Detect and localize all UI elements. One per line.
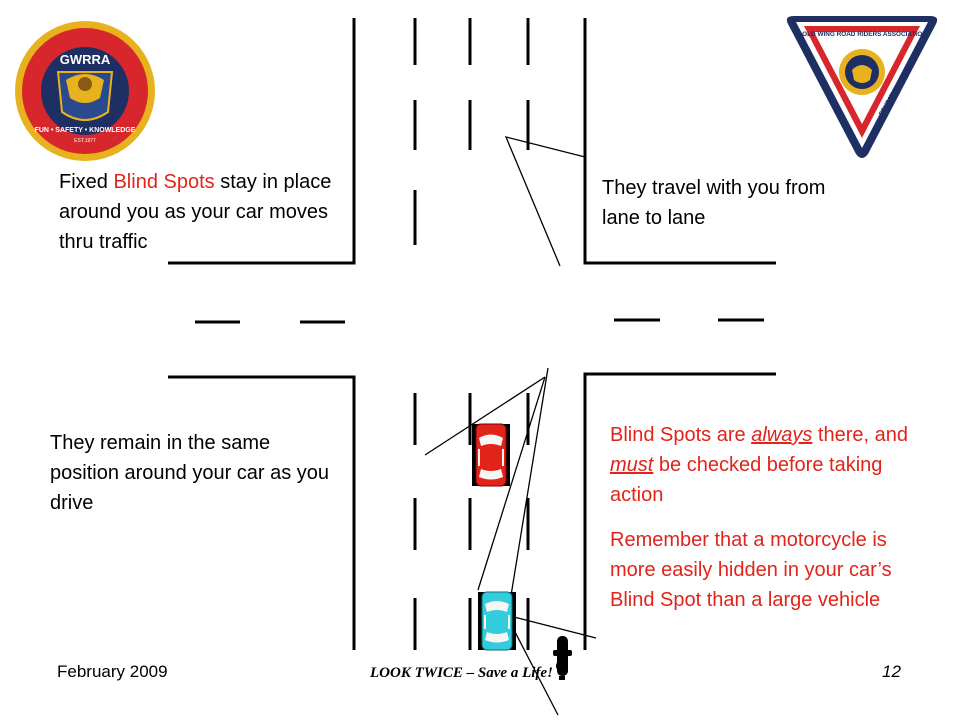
footer-slogan: LOOK TWICE – Save a Life! — [370, 665, 553, 681]
teal-car — [478, 591, 516, 651]
blind-spot-line — [477, 376, 546, 591]
remember-note: Remember that a motorcycle is more easil… — [610, 529, 892, 611]
always-word: always — [751, 424, 813, 446]
blind-spot-lines — [424, 136, 597, 716]
red-car — [472, 423, 510, 487]
blind-spot-line — [507, 367, 549, 615]
always-note-part3: be checked before taking action — [610, 454, 883, 506]
always-note: Blind Spots are always there, and must b… — [610, 420, 910, 510]
road-edge-top-right — [583, 18, 776, 265]
road-edges — [168, 18, 776, 650]
logo-left-top-text: GWRRA — [60, 52, 111, 67]
fixed-blind-spots-note: Fixed Blind Spots stay in place around y… — [59, 167, 359, 257]
fixed-note-post: stay in place around you as your car mov… — [59, 171, 332, 253]
gwrra-logo: GWRRA FUN • SAFETY • KNOWLEDGE EST.1977 — [15, 21, 155, 161]
must-word: must — [610, 454, 654, 476]
rider-education-logo: GOLD WING ROAD RIDERS ASSOCIATION RIDER … — [786, 16, 938, 158]
fixed-note-highlight: Blind Spots — [113, 171, 215, 193]
road-edge-top-left — [168, 18, 356, 265]
motorcycle — [553, 636, 572, 680]
blind-spot-line — [513, 616, 597, 639]
remain-note: They remain in the same position around … — [50, 432, 330, 514]
always-note-part2: there, and — [812, 424, 908, 446]
page-number: 12 — [882, 662, 901, 681]
blind-spot-line — [424, 376, 546, 456]
logo-left-bottom-text: FUN • SAFETY • KNOWLEDGE — [35, 127, 136, 134]
travel-note: They travel with you from lane to lane — [602, 177, 826, 229]
road-edge-bottom-right — [583, 372, 776, 650]
blind-spot-line — [513, 629, 559, 716]
footer-date: February 2009 — [57, 662, 168, 681]
fixed-note-pre: Fixed — [59, 171, 114, 193]
lane-dashes — [195, 18, 764, 650]
always-note-part1: Blind Spots are — [610, 424, 752, 446]
logo-right-top-text: GOLD WING ROAD RIDERS ASSOCIATION — [797, 31, 927, 38]
logo-left-est: EST.1977 — [74, 138, 96, 144]
road-edge-bottom-left — [168, 375, 356, 650]
